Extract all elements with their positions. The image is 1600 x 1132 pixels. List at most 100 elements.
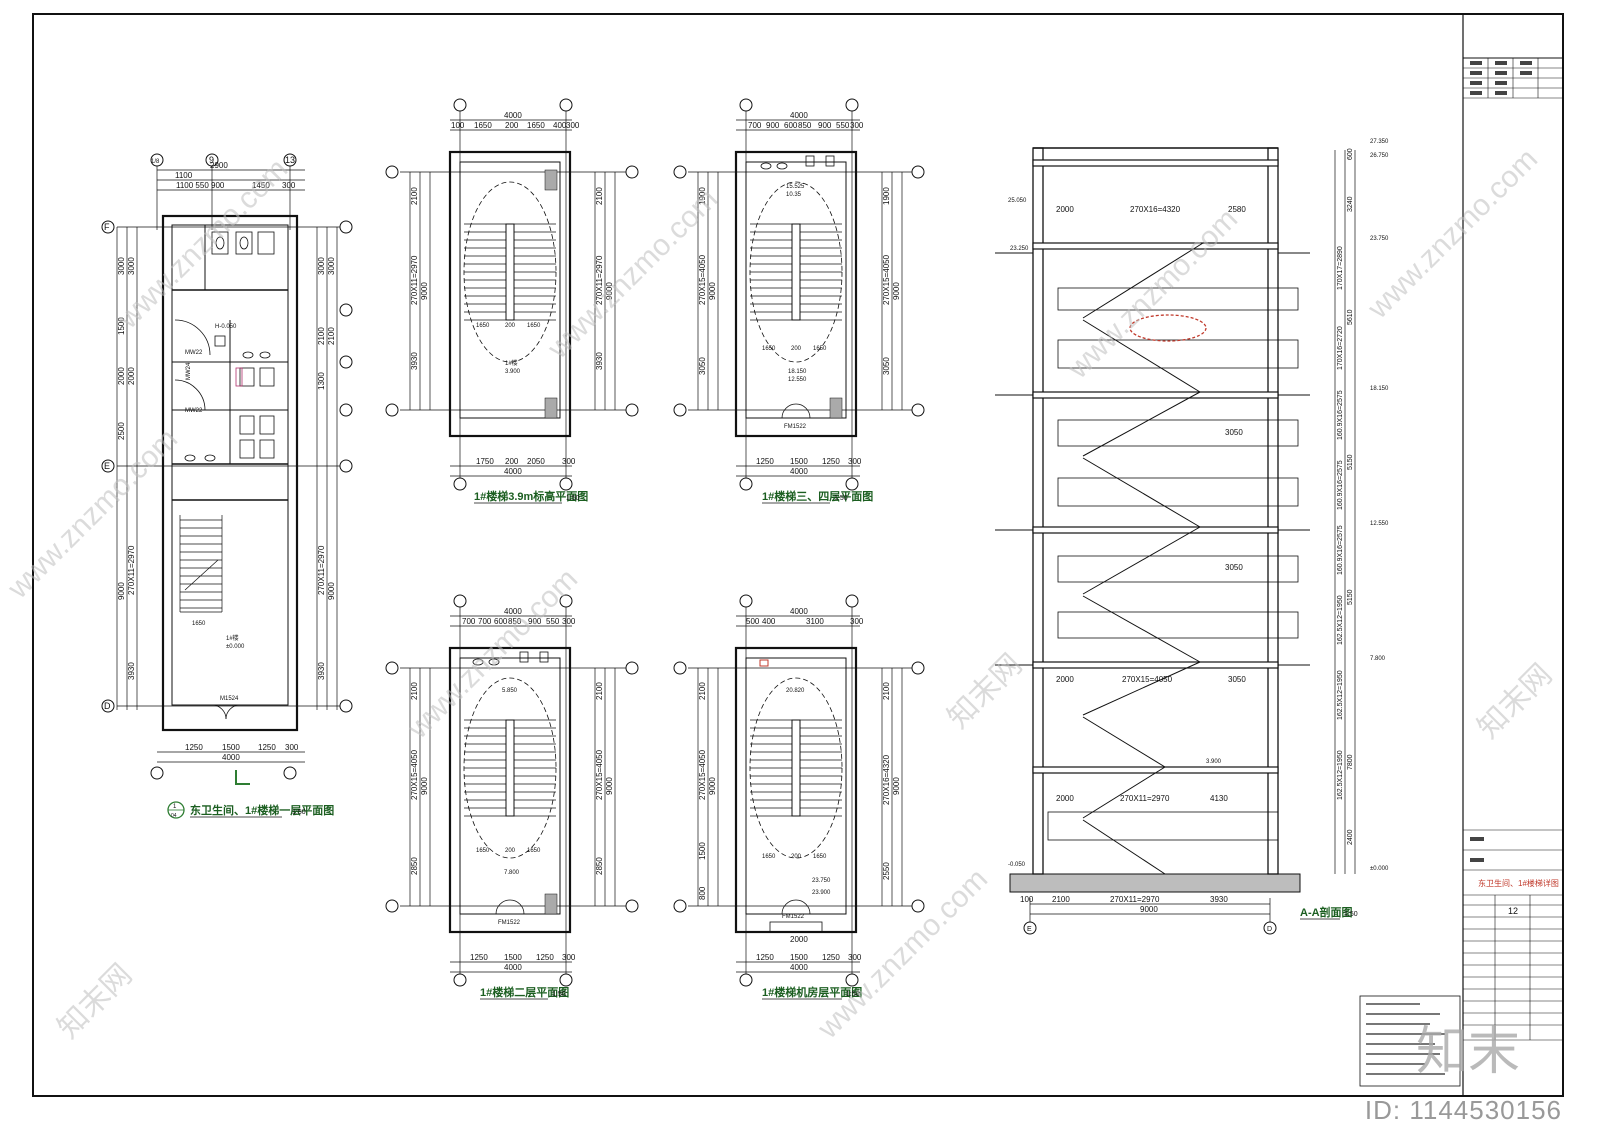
image-id-badge: ID: 1144530156 <box>1364 1095 1562 1125</box>
dim-text: 9000 <box>420 282 429 300</box>
dim-text: 1250 <box>185 743 203 752</box>
dim-text: 270X15=4050 <box>882 254 891 305</box>
watermark-logo: 知末 <box>1415 1022 1520 1082</box>
plan-label: 10.35 <box>786 192 802 198</box>
level-mark: 23.250 <box>1010 246 1029 252</box>
dim-text: 1250 <box>470 953 488 962</box>
dim-text: 160.9X16=2575 <box>1337 525 1344 575</box>
dim-text: 550 <box>836 121 850 130</box>
dim-text: 2100 <box>1052 895 1070 904</box>
floor-dim: 270X11=2970 <box>1120 794 1170 803</box>
plan-label: 1650 <box>762 854 776 860</box>
section-a-a: E D 100 2100 270X11=2970 3930 9000 2000 … <box>995 139 1389 935</box>
plan-label: 3.900 <box>505 369 521 375</box>
plan-label: 23.900 <box>812 890 831 896</box>
plan-3-4-floor: 4000 700 900 600 850 900 550 300 1250 15… <box>673 98 925 504</box>
dim-text: 200 <box>505 457 519 466</box>
dim-text: 3930 <box>317 662 326 680</box>
dim-text: 3000 <box>127 257 136 275</box>
level-mark: 23.750 <box>1370 236 1389 242</box>
dim-text: 270X15=4050 <box>595 749 604 800</box>
plan-machine-room: 4000 500 400 3100 300 1250 1500 1250 300… <box>673 594 925 1000</box>
caption-scale: 1:50 <box>834 495 848 502</box>
plan-label: FM1522 <box>498 920 521 926</box>
dim-text: 2050 <box>527 457 545 466</box>
dim-text: 1500 <box>222 743 240 752</box>
plan-label: 15.525 <box>786 184 805 190</box>
plan-label: 1650 <box>813 346 827 352</box>
dim-text: 162.5X12=1950 <box>1337 670 1344 720</box>
dim-text: 3930 <box>595 352 604 370</box>
dim-text: 1250 <box>756 953 774 962</box>
dim-text: 300 <box>850 121 864 130</box>
plan-label: 20.820 <box>786 688 805 694</box>
dim-text: 1900 <box>882 187 891 205</box>
dim-text: 1250 <box>756 457 774 466</box>
dim-text: 7800 <box>1347 754 1354 770</box>
dim-text: 270X15=4050 <box>410 749 419 800</box>
dim-text: 500 <box>746 617 760 626</box>
dim-text: 9000 <box>708 777 717 795</box>
caption-scale: 1:50 <box>1344 911 1358 918</box>
level-mark: 26.750 <box>1370 153 1389 159</box>
dim-text: 9000 <box>892 777 901 795</box>
dim-text: 800 <box>698 886 707 900</box>
dim-text: 100 <box>451 121 465 130</box>
dim-text: 9000 <box>605 282 614 300</box>
floor-dim: 270X15=4050 <box>1122 675 1173 684</box>
plan-label: MW22 <box>185 408 203 414</box>
dim-text: 1250 <box>536 953 554 962</box>
dim-text: 2100 <box>595 682 604 700</box>
title-block-project-label: 东卫生间、1#楼梯详图 <box>1478 878 1559 888</box>
dim-text: 1500 <box>790 953 808 962</box>
dim-text: 270X15=4050 <box>698 254 707 305</box>
plan-label: MW24 <box>186 362 192 380</box>
caption-plan-ground: 东卫生间、1#楼梯一层平面图 <box>190 803 334 817</box>
plan-label: 200 <box>791 346 802 352</box>
dim-text: 1250 <box>258 743 276 752</box>
dim-text: 4000 <box>504 111 522 120</box>
dim-text: 1250 <box>822 457 840 466</box>
drawing-border <box>32 13 1564 1097</box>
axis-label: 9 <box>209 155 214 165</box>
dim-text: 4000 <box>790 963 808 972</box>
dim-text: 2400 <box>1347 829 1354 845</box>
dim-text: 2100 <box>317 327 326 345</box>
dim-text: 1650 <box>527 121 545 130</box>
floor-dim: 4130 <box>1210 794 1228 803</box>
dim-text: 1750 <box>476 457 494 466</box>
level-mark: ±0.000 <box>1370 866 1389 872</box>
dim-text: 2000 <box>790 935 808 944</box>
plan-label: 1650 <box>192 621 206 627</box>
dim-text: 1500 <box>790 457 808 466</box>
dim-text: 2100 <box>410 187 419 205</box>
axis-label: E <box>104 461 110 471</box>
dim-text: 2100 <box>595 187 604 205</box>
caption-plan-2-floor: 1#楼梯二层平面图 <box>480 985 569 999</box>
dim-text: 3930 <box>127 662 136 680</box>
title-block: 东卫生间、1#楼梯详图 12 <box>1462 14 1563 1096</box>
dim-text: 9000 <box>327 582 336 600</box>
caption-scale: 1:50 <box>552 991 566 998</box>
dim-text: 2000 <box>117 367 126 385</box>
dim-text: 4000 <box>504 467 522 476</box>
axis-label: F <box>104 222 110 232</box>
dim-text: 3100 <box>806 617 824 626</box>
plan-label: M1524 <box>220 696 239 702</box>
plan-ground-floor: F E D 1/8 9 13 2900 1100 1100 550 900 14… <box>101 153 353 819</box>
level-mark: 12.550 <box>1370 521 1389 527</box>
axis-label: D <box>1267 926 1272 933</box>
dim-text: 3930 <box>1210 895 1228 904</box>
dim-text: 4000 <box>790 607 808 616</box>
dim-text: 1100 550 900 <box>176 181 225 190</box>
plan-label: 12.550 <box>788 377 807 383</box>
floor-dim: 3050 <box>1225 428 1243 437</box>
dim-text: 2100 <box>327 327 336 345</box>
dim-text: 160.9X16=2575 <box>1337 390 1344 440</box>
dim-text: 270X11=2970 <box>595 255 604 305</box>
dim-text: 850 <box>508 617 522 626</box>
dim-text: 9000 <box>605 777 614 795</box>
dim-text: 900 <box>528 617 542 626</box>
dim-text: 3240 <box>1347 196 1354 212</box>
